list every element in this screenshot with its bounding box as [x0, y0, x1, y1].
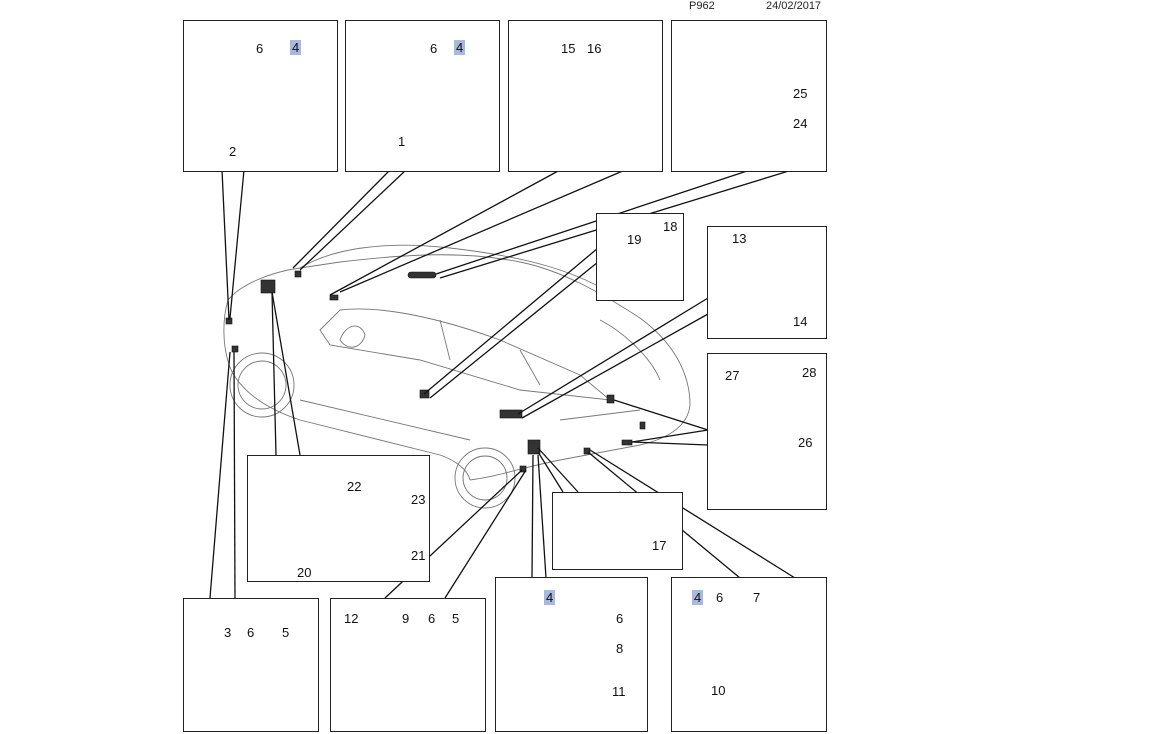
- detail-panel-b: [345, 20, 500, 172]
- sensor-icon: [583, 447, 591, 455]
- part-label: 5: [452, 611, 460, 626]
- part-label: 27: [725, 368, 740, 383]
- detail-panel-e: [596, 213, 684, 301]
- part-label: 22: [347, 479, 362, 494]
- sensor-icon: [519, 465, 527, 473]
- part-label: 11: [612, 684, 626, 699]
- light-icon: [621, 439, 633, 446]
- part-label: 18: [663, 219, 678, 234]
- part-label: 14: [793, 314, 808, 329]
- part-label: 6: [430, 41, 438, 56]
- detail-panel-f: [707, 226, 827, 339]
- detail-panel-k: [330, 598, 486, 732]
- sensor-icon: [294, 270, 302, 278]
- part-label-highlighted[interactable]: 4: [454, 40, 466, 55]
- detail-panel-l: [495, 577, 648, 732]
- part-label: 10: [711, 683, 726, 698]
- part-label: 3: [224, 625, 232, 640]
- part-label: 1: [398, 134, 406, 149]
- light-icon: [606, 394, 615, 404]
- detail-panel-j: [183, 598, 319, 732]
- part-label: 12: [344, 611, 359, 626]
- detail-panel-i: [552, 492, 683, 570]
- sensor-icon: [231, 345, 239, 353]
- part-label: 21: [411, 548, 426, 563]
- sensor-icon: [639, 421, 646, 430]
- sensor-icon: [225, 317, 233, 325]
- part-label: 6: [716, 590, 724, 605]
- detail-panel-h: [247, 455, 430, 582]
- control-module-icon: [260, 279, 276, 294]
- part-label: 7: [753, 590, 761, 605]
- part-label: 6: [616, 611, 624, 626]
- detail-panel-a: [183, 20, 338, 172]
- part-label: 23: [411, 492, 426, 507]
- part-label: 24: [793, 116, 808, 131]
- part-label-highlighted[interactable]: 4: [290, 40, 302, 55]
- part-label: 8: [616, 641, 624, 656]
- part-label: 20: [297, 565, 312, 580]
- antenna-icon: [407, 271, 437, 279]
- diagram-date: 24/02/2017: [766, 0, 822, 12]
- module-icon: [419, 389, 430, 399]
- part-label: 19: [627, 232, 642, 247]
- part-label: 6: [256, 41, 264, 56]
- sensor-icon: [329, 294, 339, 301]
- part-label: 6: [428, 611, 436, 626]
- part-label: 25: [793, 86, 808, 101]
- part-label: 6: [247, 625, 255, 640]
- part-label: 9: [402, 611, 410, 626]
- detail-panel-c: [508, 20, 663, 172]
- part-label: 5: [282, 625, 290, 640]
- part-label: 2: [229, 144, 237, 159]
- part-label: 16: [587, 41, 602, 56]
- part-label: 28: [802, 365, 817, 380]
- detail-panel-g: [707, 353, 827, 510]
- module-icon: [527, 439, 541, 455]
- diagram-code: P962: [689, 0, 715, 12]
- part-label-highlighted[interactable]: 4: [692, 590, 704, 605]
- part-label: 15: [561, 41, 576, 56]
- part-label-highlighted[interactable]: 4: [544, 590, 556, 605]
- part-label: 26: [798, 435, 813, 450]
- part-label: 13: [732, 231, 747, 246]
- part-label: 17: [652, 538, 667, 553]
- detail-panel-d: [671, 20, 827, 172]
- harness-icon: [499, 409, 523, 419]
